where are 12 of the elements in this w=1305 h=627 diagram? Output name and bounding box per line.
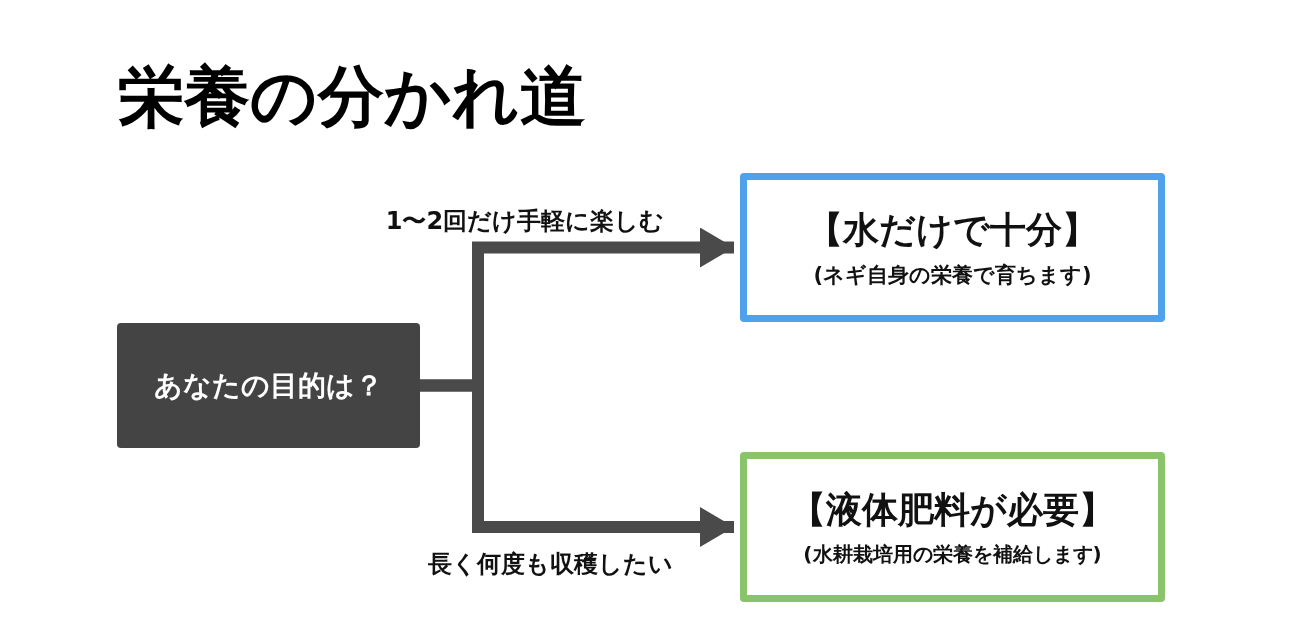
edge-label: 1〜2回だけ手軽に楽しむ [385,205,665,237]
result-box [740,452,1165,602]
result-heading: 【水だけで十分】 [807,208,1098,252]
result-note: (水耕栽培用の栄養を補給します) [803,541,1102,568]
edge-label: 長く何度も収穫したい [427,548,673,580]
question-text: あなたの目的は？ [154,367,383,404]
result-note: (ネギ自身の栄養で育ちます) [813,262,1092,289]
arrow [420,379,734,547]
result-heading: 【液体肥料が必要】 [790,488,1115,532]
question-box [117,323,420,448]
result-box [740,173,1165,322]
title: 栄養の分かれ道 [118,57,586,137]
